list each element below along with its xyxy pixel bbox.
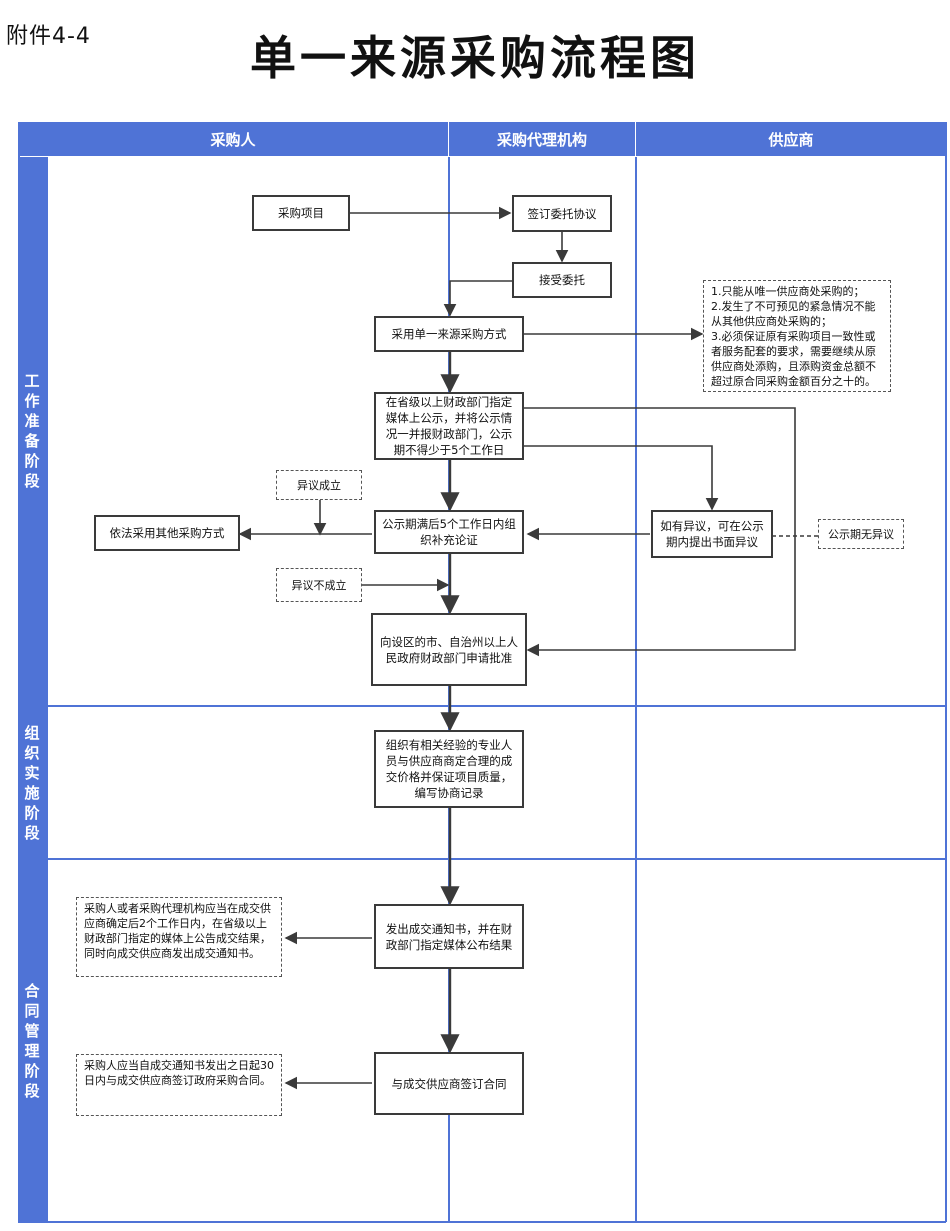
node-accept-commission: 接受委托 [512, 262, 612, 298]
stage-char: 阶 [24, 452, 40, 470]
lane-divider [635, 157, 637, 1222]
lane-header-agency: 采购代理机构 [449, 122, 635, 156]
note-objection-valid: 异议成立 [276, 470, 362, 500]
condition-item: 1.只能从唯一供应商处采购的； [711, 285, 865, 298]
stage-divider [18, 858, 946, 860]
note-no-objection: 公示期无异议 [818, 519, 904, 549]
stage-char: 阶 [24, 803, 40, 822]
stage-preparation: 工 作 准 备 阶 段 [18, 157, 46, 705]
stage-char: 阶 [24, 1062, 40, 1080]
stage-contract: 合 同 管 理 阶 段 [18, 860, 46, 1222]
stage-char: 作 [24, 392, 40, 410]
stage-char: 理 [24, 1042, 40, 1060]
node-sign-agreement: 签订委托协议 [512, 195, 612, 232]
note-conditions: 1.只能从唯一供应商处采购的； 2.发生了不可预见的紧急情况不能从其他供应商处采… [703, 280, 891, 392]
lane-divider [448, 157, 450, 1222]
condition-item: 3.必须保证原有采购项目一致性或者服务配套的要求，需要继续从原供应商处添购，且添… [711, 330, 876, 388]
attachment-label: 附件4-4 [6, 24, 91, 49]
stage-char: 备 [24, 432, 40, 450]
node-other-method: 依法采用其他采购方式 [94, 515, 240, 551]
stage-char: 组 [24, 723, 40, 742]
stage-implementation: 组 织 实 施 阶 段 [18, 707, 46, 858]
node-purchase-project: 采购项目 [252, 195, 350, 231]
node-transaction-notice: 发出成交通知书，并在财政部门指定媒体公布结果 [374, 904, 524, 969]
lane-header-supplier: 供应商 [636, 122, 946, 156]
stage-char: 段 [24, 472, 40, 490]
note-objection-invalid: 异议不成立 [276, 568, 362, 602]
grid-line [18, 1221, 946, 1223]
stage-char: 同 [24, 1002, 40, 1020]
condition-item: 2.发生了不可预见的紧急情况不能从其他供应商处采购的； [711, 300, 876, 328]
stage-char: 施 [24, 783, 40, 802]
stage-char: 织 [24, 743, 40, 762]
grid-line [18, 122, 20, 1222]
node-negotiate: 组织有相关经验的专业人员与供应商商定合理的成交价格并保证项目质量，编写协商记录 [374, 730, 524, 808]
note-notice-requirement: 采购人或者采购代理机构应当在成交供应商确定后2个工作日内，在省级以上财政部门指定… [76, 897, 282, 977]
node-apply-approval: 向设区的市、自治州以上人民政府财政部门申请批准 [371, 613, 527, 686]
grid-line [46, 157, 48, 1222]
stage-char: 准 [24, 412, 40, 430]
grid-line [945, 122, 947, 1222]
stage-char: 管 [24, 1022, 40, 1040]
stage-char: 实 [24, 763, 40, 782]
node-adopt-single-source: 采用单一来源采购方式 [374, 316, 524, 352]
stage-char: 工 [24, 372, 40, 390]
stage-char: 合 [24, 982, 40, 1000]
node-sign-contract: 与成交供应商签订合同 [374, 1052, 524, 1115]
stage-char: 段 [24, 823, 40, 842]
node-publicize: 在省级以上财政部门指定媒体上公示，并将公示情况一并报财政部门，公示期不得少于5个… [374, 392, 524, 460]
stage-divider [18, 705, 946, 707]
page-title: 单一来源采购流程图 [250, 31, 700, 85]
node-supplementary-argument: 公示期满后5个工作日内组织补充论证 [374, 510, 524, 554]
note-contract-requirement: 采购人应当自成交通知书发出之日起30日内与成交供应商签订政府采购合同。 [76, 1054, 282, 1116]
stage-char: 段 [24, 1082, 40, 1100]
lane-header-purchaser: 采购人 [18, 122, 448, 156]
node-supplier-objection: 如有异议，可在公示期内提出书面异议 [651, 510, 773, 558]
